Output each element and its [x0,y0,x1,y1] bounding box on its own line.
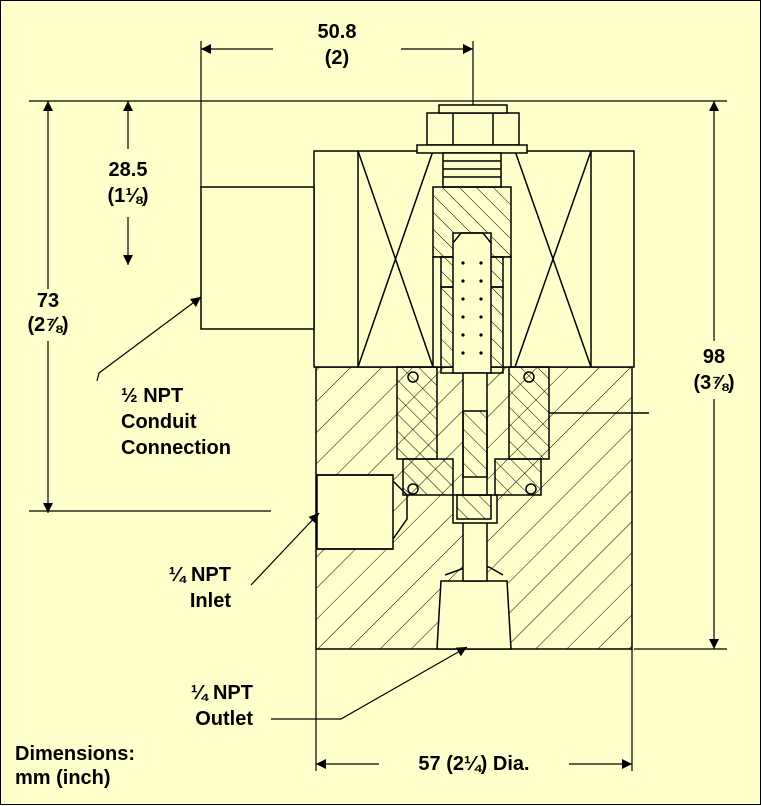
dim-overall-height-inch: (3⅞) [693,372,735,394]
callout-leaders [96,296,468,720]
callout-inlet-line2: Inlet [189,590,231,612]
dim-width-inch: (2) [324,47,350,69]
dim-width-mm: 50.8 [317,21,357,43]
dimension-lines [29,41,727,771]
callout-outlet-line1: ¼ NPT [190,682,253,704]
units-note-line2: mm (inch) [15,767,111,789]
callout-inlet-line1: ¼ NPT [168,564,231,586]
dim-body-diameter: 57 (2¼) Dia. [418,753,530,775]
armature-assembly [396,104,649,520]
dim-conduit-height-mm: 28.5 [108,159,148,181]
units-note-line1: Dimensions: [15,743,136,765]
callout-conduit-line2: Conduit [121,411,197,433]
coil-housing [200,150,635,368]
dim-conduit-height-inch: (1⅛) [107,185,149,207]
dim-overall-height-mm: 98 [702,346,726,368]
callout-conduit-line1: ½ NPT [121,385,184,407]
callout-outlet-line2: Outlet [195,708,253,730]
dim-inlet-height-inch: (2⅞) [27,314,69,336]
dim-inlet-height-mm: 73 [36,290,60,312]
callout-conduit-line3: Connection [121,437,231,459]
